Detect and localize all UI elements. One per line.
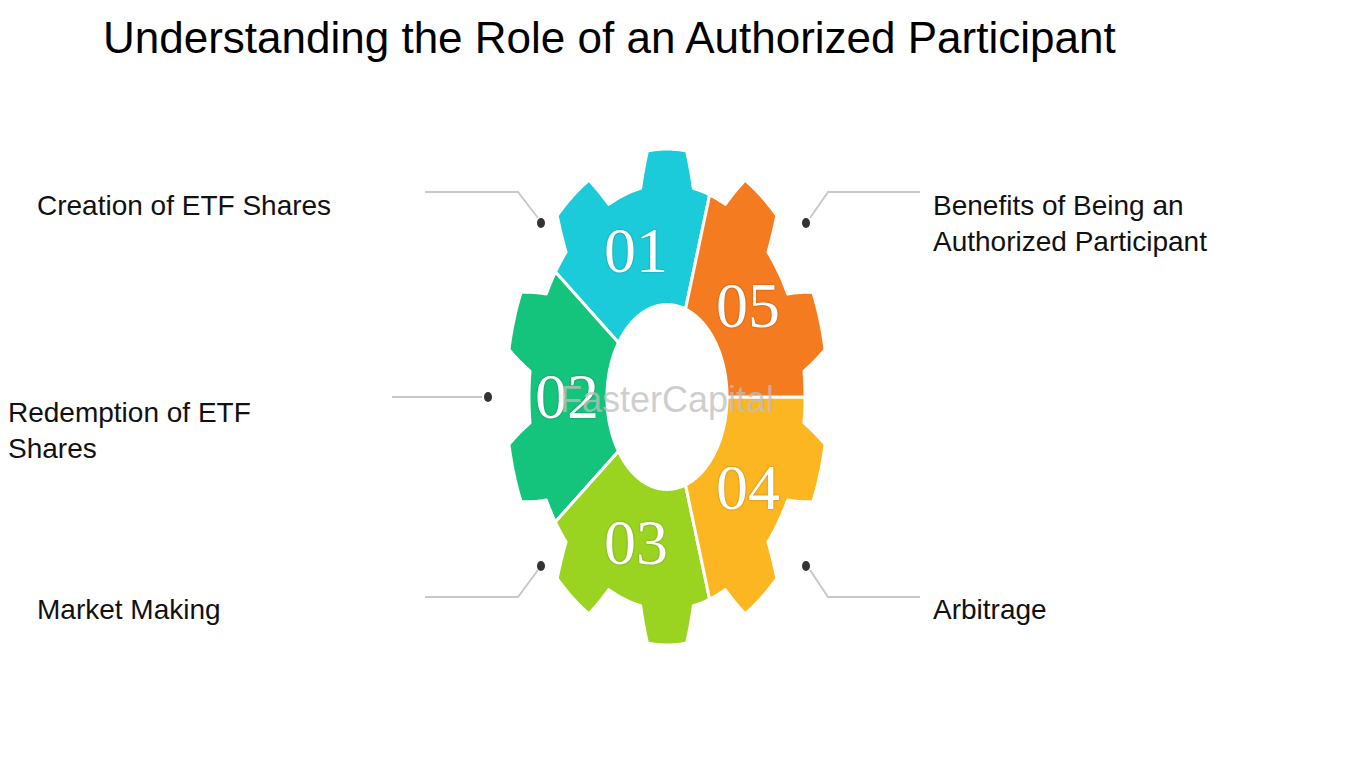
- step-label: Redemption of ETF Shares: [8, 395, 298, 467]
- leader-dot: [537, 218, 545, 228]
- gear-segment-fill: [686, 397, 826, 614]
- gear-segment-fill: [555, 451, 709, 645]
- step-label: Arbitrage: [933, 592, 1273, 628]
- leader-line: [425, 192, 538, 218]
- leader-dot: [484, 392, 492, 402]
- leader-dot: [802, 218, 810, 228]
- watermark: FasterCapital: [560, 382, 774, 418]
- step-label: Creation of ETF Shares: [37, 188, 397, 224]
- gear-segment-fill: [686, 180, 826, 397]
- callout-number: 05: [716, 274, 780, 338]
- leader-dot: [537, 561, 545, 571]
- step-label: Benefits of Being an Authorized Particip…: [933, 188, 1313, 260]
- leader-line: [810, 570, 920, 597]
- callout-number: 04: [716, 456, 780, 520]
- leader-line: [392, 396, 482, 398]
- callout-number: 03: [604, 511, 668, 575]
- leader-line: [810, 192, 920, 218]
- leader-line: [425, 570, 538, 597]
- leader-dot: [802, 561, 810, 571]
- callout-number: 01: [604, 219, 668, 283]
- diagram-title: Understanding the Role of an Authorized …: [103, 12, 1116, 64]
- step-label: Market Making: [37, 592, 377, 628]
